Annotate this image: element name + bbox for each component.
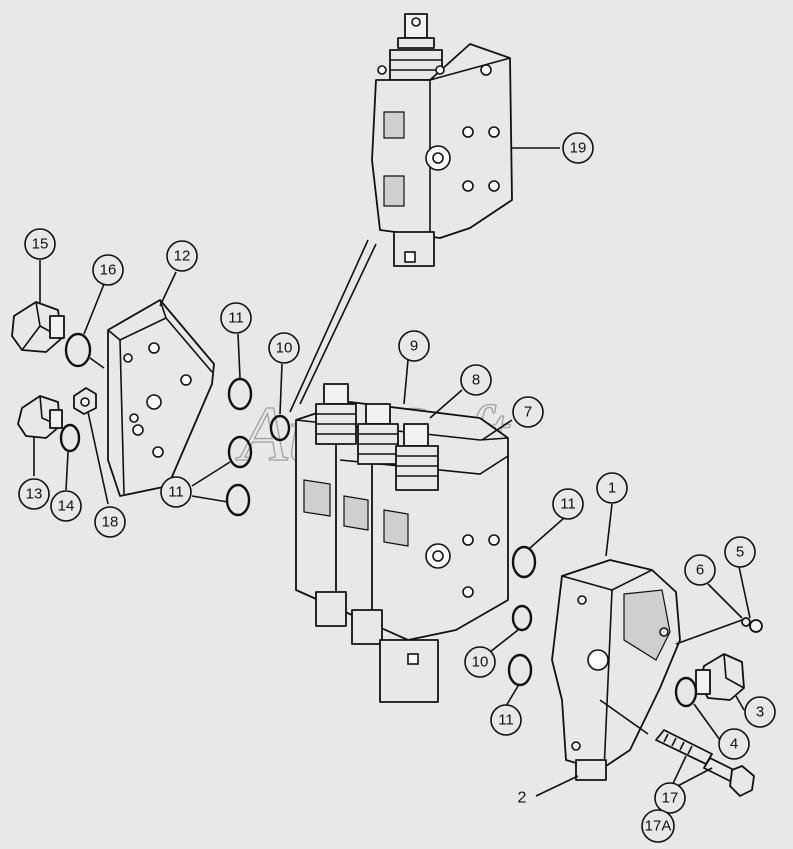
callout-label: 15 [32, 236, 49, 253]
callout-5: 5 [724, 536, 756, 568]
plug-3 [695, 653, 745, 701]
callout-label: 19 [570, 140, 587, 157]
callout-label: 12 [174, 248, 191, 265]
leader-line [299, 243, 377, 405]
callout-label: 8 [472, 372, 480, 389]
inlet-section-1 [551, 559, 681, 781]
callout-19: 19 [562, 132, 594, 164]
bolt-17a [703, 757, 755, 797]
callout-11-c: 11 [552, 488, 584, 520]
callout-11-b: 11 [160, 476, 192, 508]
callout-label: 6 [696, 562, 704, 579]
callout-label: 3 [756, 704, 764, 721]
callout-label: 1 [608, 480, 616, 497]
callout-label: 9 [410, 338, 418, 355]
callout-label: 11 [228, 310, 244, 327]
callout-8: 8 [460, 364, 492, 396]
leader-line [289, 239, 369, 413]
callout-12: 12 [166, 240, 198, 272]
callout-4: 4 [718, 728, 750, 760]
callout-10-b: 10 [464, 646, 496, 678]
valve-section-19 [371, 13, 513, 267]
callout-label: 11 [560, 496, 576, 513]
callout-3: 3 [744, 696, 776, 728]
seal-6 [741, 617, 751, 627]
o-ring-16 [64, 332, 92, 368]
ball-5 [749, 619, 763, 633]
plug-15 [11, 301, 65, 353]
leader-line [675, 619, 743, 645]
valve-stack [295, 383, 509, 703]
callout-13: 13 [18, 478, 50, 510]
callout-17: 17 [654, 782, 686, 814]
callout-label: 18 [102, 514, 119, 531]
callout-label: 14 [58, 498, 75, 515]
callout-16: 16 [92, 254, 124, 286]
callout-label: 11 [498, 712, 514, 729]
o-ring-14 [59, 423, 81, 453]
callout-label: 17A [645, 818, 672, 835]
o-ring-10 [269, 414, 291, 442]
callout-17a: 17A [641, 809, 675, 843]
callout-label: 10 [472, 654, 489, 671]
leader-line [599, 699, 649, 735]
o-ring-11 [511, 545, 537, 579]
callout-6: 6 [684, 554, 716, 586]
callout-9: 9 [398, 330, 430, 362]
callout-label: 7 [524, 404, 532, 421]
callout-11-d: 11 [490, 704, 522, 736]
callout-11-a: 11 [220, 302, 252, 334]
o-ring-11 [507, 653, 533, 687]
callout-14: 14 [50, 490, 82, 522]
o-ring-11 [225, 483, 251, 517]
callout-label: 13 [26, 486, 43, 503]
callout-7: 7 [512, 396, 544, 428]
callout-label: 11 [168, 484, 184, 501]
callout-label: 10 [276, 340, 293, 357]
callout-label: 4 [730, 736, 738, 753]
o-ring-10 [511, 604, 533, 632]
callout-10-a: 10 [268, 332, 300, 364]
callout-label: 17 [662, 790, 679, 807]
plug-13 [17, 395, 63, 439]
o-ring-4 [674, 676, 698, 708]
leader-lines [33, 260, 751, 797]
leader-line [89, 357, 105, 369]
o-ring-11 [227, 377, 253, 411]
fitting-18 [73, 387, 97, 415]
callout-label: 5 [736, 544, 744, 561]
callout-18: 18 [94, 506, 126, 538]
part-label-2: 2 [518, 790, 527, 807]
o-ring-11 [227, 435, 253, 469]
callout-15: 15 [24, 228, 56, 260]
callout-label: 16 [100, 262, 117, 279]
stud-17 [655, 729, 713, 765]
callout-1: 1 [596, 472, 628, 504]
end-plate-12 [107, 299, 215, 497]
